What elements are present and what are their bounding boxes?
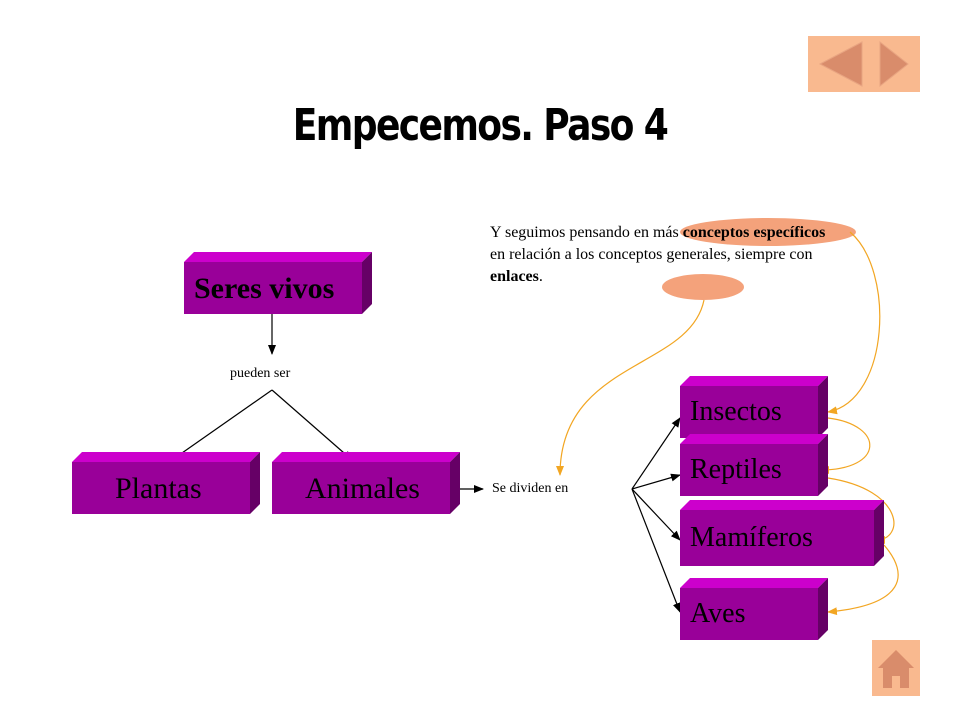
concept-seres-vivos: Seres vivos [184,252,372,314]
highlight-enlaces [662,274,744,300]
line-to-aves [631,488,681,613]
concept-mamiferos: Mamíferos [680,500,884,566]
triangle-left-icon[interactable] [818,41,863,87]
para-part2: en relación a los conceptos generales, s… [490,246,813,263]
concept-label: Reptiles [690,454,782,485]
curve-conceptos-to-insectos [827,231,881,415]
curve-insectos-to-reptiles [819,417,871,474]
concept-label: Insectos [690,396,782,427]
link-label-pueden-ser: pueden ser [230,366,291,381]
nav-arrows [818,40,909,88]
line-to-reptiles [631,473,681,490]
concept-label: Plantas [115,472,202,505]
concept-insectos: Insectos [680,376,828,438]
line-link-to-animales [271,389,353,461]
concept-label: Aves [690,598,746,629]
concept-label: Animales [305,472,420,505]
concept-reptiles: Reptiles [680,434,828,496]
para-bold1: conceptos específicos [682,224,826,241]
home-icon [878,650,914,688]
page-title: Empecemos. Paso 4 [292,100,669,151]
triangle-right-icon[interactable] [879,40,909,88]
nav-button-group [808,36,920,92]
concept-label: Mamíferos [690,522,813,553]
para-part3: . [538,268,543,285]
line-link-to-plantas [171,389,273,461]
curve-enlaces-to-link [556,299,705,476]
curve-reptiles-to-mamiferos [827,477,895,544]
para-bold2: enlaces [490,268,539,285]
concept-plantas: Plantas [72,452,260,514]
highlight-conceptos [680,218,856,246]
para-part1: Y seguimos pensando en más [490,224,683,241]
line-to-insectos [631,417,681,490]
line-to-mamiferos [631,488,681,541]
home-button[interactable] [872,640,920,696]
curve-mamiferos-to-aves [827,544,899,616]
concept-label: Seres vivos [194,272,335,305]
explanation-text: Y seguimos pensando en más conceptos esp… [490,222,830,288]
concept-aves: Aves [680,578,828,640]
link-label-se-dividen-en: Se dividen en [492,481,569,496]
concept-animales: Animales [272,452,460,514]
